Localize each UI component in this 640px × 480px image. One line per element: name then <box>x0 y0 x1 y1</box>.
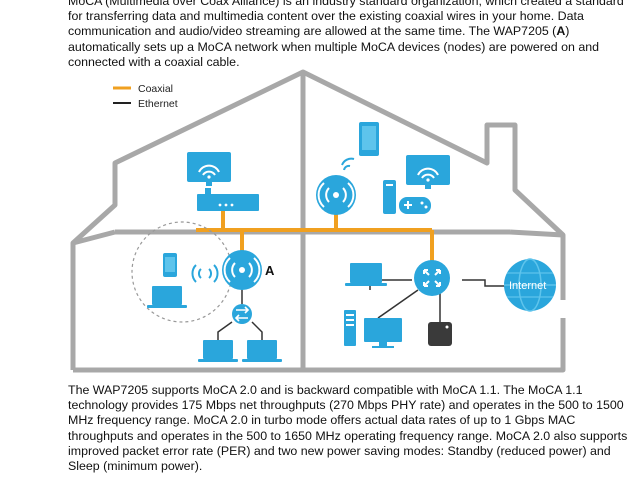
router-hub-icon <box>414 260 450 296</box>
body-paragraph: The WAP7205 supports MoCA 2.0 and is bac… <box>68 383 628 474</box>
gamepad-icon <box>399 197 431 214</box>
intro-text-part-2: ) automatically sets up a MoCA network w… <box>68 24 600 69</box>
legend-coaxial-label: Coaxial <box>138 83 173 95</box>
tv-icon <box>187 152 231 186</box>
laptop-icon-wireless <box>147 286 187 308</box>
desktop-computer-icon <box>344 310 402 348</box>
phone-icon <box>163 253 177 277</box>
intro-paragraph: MoCA (Multimedia over Coax Alliance) is … <box>68 0 634 70</box>
wap7205-node-a-icon <box>222 250 262 290</box>
node-a-label: A <box>265 263 275 278</box>
intro-bold-label: A <box>556 24 566 39</box>
game-console-icon <box>383 180 396 214</box>
house-outline <box>70 69 566 373</box>
ethernet-cables <box>217 279 505 340</box>
computer-icon-left-1 <box>198 340 238 362</box>
legend: Coaxial Ethernet <box>113 83 178 110</box>
smart-tv-icon <box>406 155 450 189</box>
laptop-icon-right <box>345 263 387 286</box>
wireless-waves-icon <box>191 264 219 283</box>
internet-label: Internet <box>509 280 546 292</box>
wifi-signal-icon <box>341 157 355 171</box>
moca-adapter-icon <box>316 175 356 215</box>
internet-globe-icon: Internet <box>504 258 556 312</box>
legend-ethernet-label: Ethernet <box>138 98 178 110</box>
switch-icon-left <box>232 304 252 324</box>
computer-icon-left-2 <box>242 340 282 362</box>
coaxial-cables <box>196 211 434 262</box>
set-top-box-icon <box>197 188 259 211</box>
network-storage-icon <box>428 322 452 346</box>
tablet-icon <box>359 122 379 156</box>
intro-text-part-1: MoCA (Multimedia over Coax Alliance) is … <box>68 0 624 39</box>
